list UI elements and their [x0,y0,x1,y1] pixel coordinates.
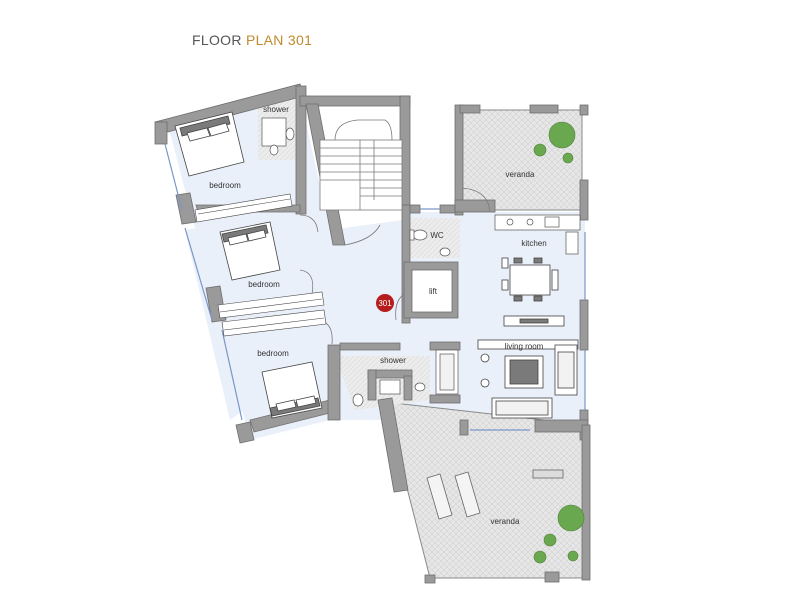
windows [164,143,586,431]
wardrobe-2 [217,291,327,337]
label-living-room: living room [505,342,544,351]
floor-plan-title: FLOOR PLAN 301 [192,32,312,48]
doors [299,187,491,345]
apartment-marker: 301 [376,294,394,312]
label-bedroom-1: bedroom [209,181,241,190]
double-bed-3 [261,361,323,419]
tv-unit [503,315,565,327]
double-bed-2 [219,221,281,281]
dining-table [501,257,559,302]
room-labels: shower bedroom bedroom bedroom WC lift s… [209,105,546,526]
title-word-floor: FLOOR [192,32,242,48]
apartment-marker-label: 301 [378,299,392,308]
sun-loungers [426,469,564,520]
double-bed-1 [174,111,245,177]
kitchen-counter [494,214,581,255]
wc-fixtures [409,229,451,257]
wardrobe-1 [194,193,293,223]
label-shower-top: shower [263,105,289,114]
living-room-sofas [477,339,579,419]
label-wc: WC [430,231,444,240]
staircase [319,119,403,211]
label-lift: lift [429,287,438,296]
title-word-plan: PLAN 301 [245,32,313,48]
label-veranda-bottom: veranda [491,517,520,526]
label-kitchen: kitchen [521,239,546,248]
label-veranda-top: veranda [506,170,535,179]
lift-shaft [403,261,459,319]
label-shower-bottom: shower [380,356,406,365]
label-bedroom-3: bedroom [257,349,289,358]
shower-bottom-fixtures [352,349,459,407]
label-bedroom-2: bedroom [248,280,280,289]
shower-top-fixtures [261,117,295,156]
plants [533,121,585,564]
